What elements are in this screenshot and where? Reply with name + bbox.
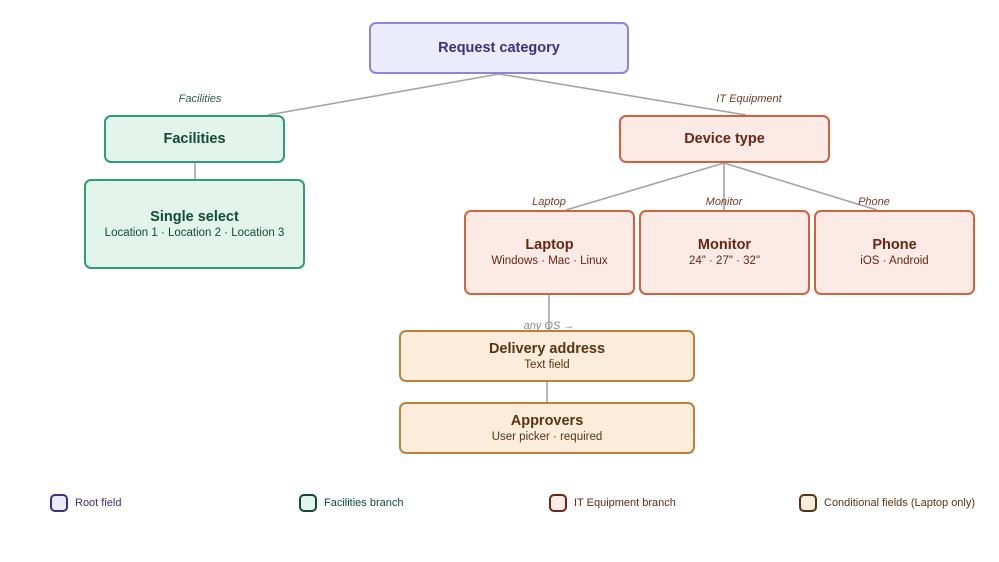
- node-subtitle: Windows · Mac · Linux: [491, 255, 608, 267]
- node-subtitle: Location 1 · Location 2 · Location 3: [104, 226, 285, 239]
- legend-swatch-facilities: [299, 494, 317, 512]
- node-laptop: Laptop Windows · Mac · Linux: [464, 210, 635, 295]
- node-title: Approvers: [510, 412, 584, 429]
- node-subtitle: iOS · Android: [860, 255, 929, 267]
- legend-swatch-conditional: [799, 494, 817, 512]
- node-phone: Phone iOS · Android: [814, 210, 975, 295]
- connector-root-to-device-type: [498, 73, 747, 116]
- node-title: Request category: [438, 39, 560, 56]
- node-subtitle: 24" · 27" · 32": [688, 255, 761, 267]
- node-subtitle: Text field: [524, 358, 570, 371]
- legend-swatch-it-equipment: [549, 494, 567, 512]
- edge-label-it-equipment: IT Equipment: [716, 93, 782, 105]
- node-monitor: Monitor 24" · 27" · 32": [639, 210, 810, 295]
- connector-root-to-facilities: [267, 73, 500, 116]
- edge-label-laptop: Laptop: [532, 196, 566, 208]
- node-title: Single select: [150, 208, 239, 225]
- edge-label-facilities: Facilities: [178, 93, 222, 105]
- node-title: Monitor: [697, 237, 752, 253]
- legend-label: Facilities branch: [324, 497, 404, 509]
- legend-item-facilities: Facilities branch: [299, 494, 403, 512]
- node-title: Phone: [872, 237, 917, 253]
- edge-label-phone: Phone: [858, 196, 890, 208]
- legend-item-conditional: Conditional fields (Laptop only): [799, 494, 975, 512]
- legend-label: Conditional fields (Laptop only): [824, 497, 976, 509]
- node-facilities: Facilities: [104, 115, 285, 163]
- legend-swatch-root: [50, 494, 68, 512]
- node-single-select: Single select Location 1 · Location 2 · …: [84, 179, 305, 269]
- node-device-type: Device type: [619, 115, 830, 163]
- node-title: Facilities: [163, 130, 226, 147]
- node-approvers: Approvers User picker · required: [399, 402, 695, 454]
- legend-label: Root field: [75, 497, 122, 509]
- node-title: Laptop: [525, 237, 574, 253]
- edge-label-any-os: any OS →: [523, 320, 575, 332]
- node-request-category: Request category: [369, 22, 629, 74]
- node-subtitle: User picker · required: [491, 430, 603, 443]
- legend-item-root: Root field: [50, 494, 121, 512]
- connector-device-type-to-phone: [723, 162, 878, 211]
- legend-item-it-equipment: IT Equipment branch: [549, 494, 676, 512]
- edge-label-monitor: Monitor: [705, 196, 743, 208]
- legend-label: IT Equipment branch: [574, 497, 676, 509]
- node-delivery-address: Delivery address Text field: [399, 330, 695, 382]
- node-title: Device type: [684, 130, 765, 147]
- node-title: Delivery address: [488, 340, 606, 357]
- connector-device-type-to-laptop: [565, 162, 725, 211]
